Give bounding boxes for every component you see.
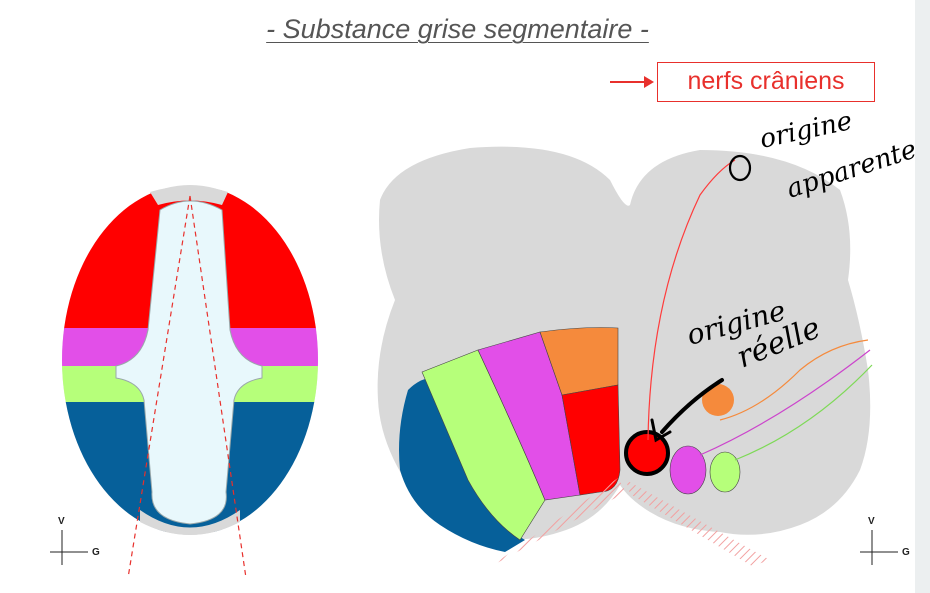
somatic-afferent-column bbox=[561, 384, 621, 496]
spinal-cord-section bbox=[62, 185, 318, 579]
green-nucleus bbox=[709, 451, 741, 493]
brainstem-section bbox=[377, 146, 873, 568]
pink-nucleus bbox=[669, 445, 707, 495]
axes-icon-right bbox=[860, 530, 898, 565]
axis-label-v-left: V bbox=[58, 516, 65, 527]
handwritten-annotations bbox=[650, 154, 752, 443]
axis-label-v-right: V bbox=[868, 516, 875, 527]
side-panel-strip bbox=[915, 0, 930, 593]
label-origine-apparente-1: origine bbox=[757, 106, 855, 155]
arrow-right-icon bbox=[610, 76, 654, 88]
axis-label-g-left: G bbox=[92, 547, 100, 558]
central-canal bbox=[115, 200, 263, 525]
axes-icon-left bbox=[50, 530, 88, 565]
page-title: - Substance grise segmentaire - bbox=[266, 14, 649, 44]
orange-nucleus bbox=[702, 384, 734, 416]
cranial-nerves-label: nerfs crâniens bbox=[657, 62, 875, 102]
red-nucleus bbox=[627, 433, 667, 473]
axis-label-g-right: G bbox=[902, 547, 910, 558]
orange-column bbox=[539, 327, 619, 396]
